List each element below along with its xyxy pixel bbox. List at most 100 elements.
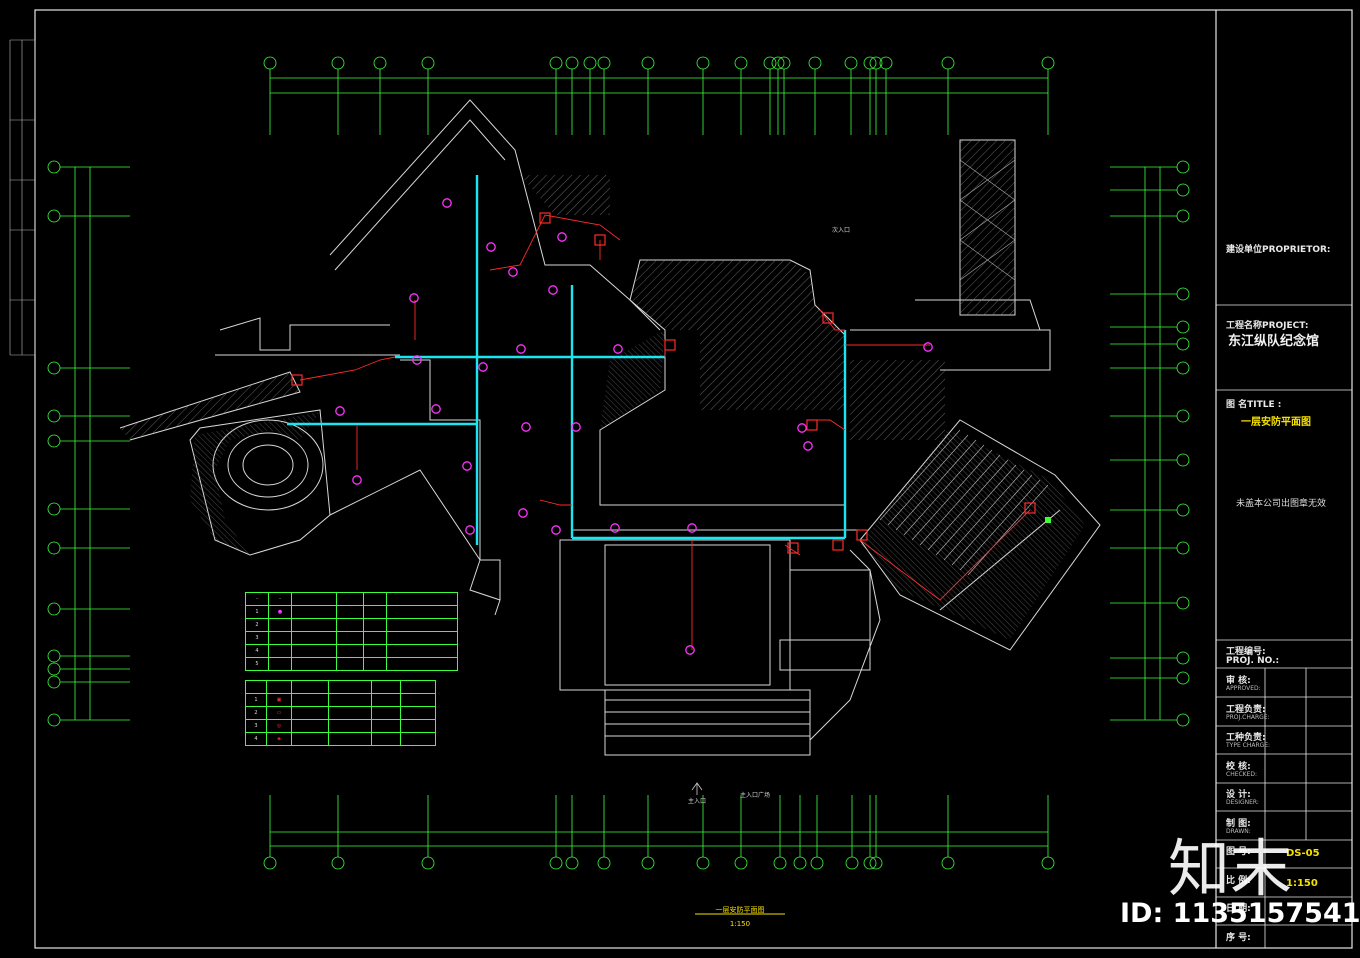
entrance-label: 主入口 xyxy=(688,798,707,805)
seat-row xyxy=(919,454,1001,546)
auditorium-seats xyxy=(879,429,1049,576)
axis-bubble xyxy=(565,56,579,70)
camera-icon xyxy=(516,344,526,354)
dwg-no-label: 图 号: xyxy=(1226,847,1251,857)
camera-icon xyxy=(803,441,813,451)
camera-icon xyxy=(486,242,496,252)
axis-bubble xyxy=(845,856,859,870)
axis-bubble xyxy=(641,56,655,70)
axis-bubble xyxy=(47,662,61,676)
seat-row xyxy=(943,469,1025,561)
title-block-grid xyxy=(1216,304,1352,948)
camera-icon xyxy=(518,508,528,518)
axis-bubble xyxy=(793,856,807,870)
camera-icon xyxy=(508,267,518,277)
proj-no-label: 工程编号: xyxy=(1226,647,1266,657)
axis-bubble xyxy=(597,856,611,870)
seat-row xyxy=(959,479,1041,571)
camera-icon xyxy=(409,293,419,303)
axis-bubble xyxy=(47,160,61,174)
axis-bubble xyxy=(47,409,61,423)
scale-value: 1:150 xyxy=(1286,878,1318,889)
axis-bubble xyxy=(47,541,61,555)
camera-icon xyxy=(521,422,531,432)
seat-row xyxy=(887,434,969,526)
watermark-id: ID: 1135157541 xyxy=(1120,898,1360,929)
security-device xyxy=(539,212,551,224)
scale-label: 比 例: xyxy=(1226,876,1251,886)
camera-icon xyxy=(462,461,472,471)
approved-label-en: APPROVED: xyxy=(1226,685,1261,692)
axis-bubble xyxy=(844,56,858,70)
axis-grid-bottom xyxy=(263,795,1055,870)
camera-icon xyxy=(610,523,620,533)
left-strip xyxy=(9,39,36,356)
camera-icon xyxy=(352,475,362,485)
drawn-label: 制 图: xyxy=(1226,819,1251,829)
axis-bubble xyxy=(331,56,345,70)
axis-bubble xyxy=(1176,320,1190,334)
seat-row xyxy=(895,439,977,531)
date-label: 日 期: xyxy=(1226,904,1251,914)
axis-bubble xyxy=(734,856,748,870)
seat-row xyxy=(951,474,1033,566)
watermark-logo: 知末 xyxy=(1168,832,1293,905)
axis-bubble xyxy=(47,649,61,663)
axis-bubble xyxy=(1041,56,1055,70)
seat-row xyxy=(927,459,1009,551)
legend-table-2: 1▣ 2▭ 3◎ 4◈ xyxy=(245,680,436,746)
entrance-plaza-label: 主入口广场 xyxy=(740,792,771,799)
axis-bubble xyxy=(1176,503,1190,517)
proprietor-label: 建设单位PROPRIETOR: xyxy=(1226,245,1331,255)
main-drawing-scale: 1:150 xyxy=(729,920,751,928)
seat-row xyxy=(935,464,1017,556)
camera-icon xyxy=(431,404,441,414)
camera-icon xyxy=(687,523,697,533)
axis-bubble xyxy=(808,56,822,70)
security-device xyxy=(1024,502,1036,514)
title-block: 建设单位PROPRIETOR: 工程名称PROJECT: 东江纵队纪念馆 图 名… xyxy=(1216,10,1352,948)
title-label: 图 名TITLE : xyxy=(1226,400,1282,410)
axis-bubble xyxy=(47,209,61,223)
camera-icon xyxy=(548,285,558,295)
camera-icon xyxy=(335,406,345,416)
axis-bubble xyxy=(373,56,387,70)
axis-bubble xyxy=(696,56,710,70)
axis-bubble xyxy=(1176,209,1190,223)
entrance-arrow xyxy=(691,782,703,795)
type-charge-label-en: TYPE CHARGE: xyxy=(1226,742,1271,749)
axis-bubble xyxy=(1176,596,1190,610)
axis-bubble xyxy=(1176,160,1190,174)
security-device xyxy=(787,542,799,554)
axis-bubble xyxy=(565,856,579,870)
axis-bubble xyxy=(734,56,748,70)
axis-bubble xyxy=(941,56,955,70)
security-device xyxy=(291,374,303,386)
camera-icon xyxy=(613,344,623,354)
security-devices xyxy=(291,212,1036,554)
axis-bubble xyxy=(549,856,563,870)
proj-no-label-en: PROJ. NO.: xyxy=(1226,656,1280,666)
camera-icon xyxy=(923,342,933,352)
camera-icon xyxy=(685,645,695,655)
drawing-title: 一层安防平面图 xyxy=(1241,417,1311,428)
axis-bubble xyxy=(1176,287,1190,301)
axis-bubble xyxy=(47,434,61,448)
seat-row xyxy=(903,444,985,536)
security-device xyxy=(594,234,606,246)
dwg-no-value: DS-05 xyxy=(1286,848,1320,859)
project-label: 工程名称PROJECT: xyxy=(1226,321,1309,331)
cable-trays xyxy=(287,175,847,545)
project-name: 东江纵队纪念馆 xyxy=(1228,334,1320,349)
axis-bubble xyxy=(1176,409,1190,423)
main-drawing-title: 一层安防平面图 xyxy=(715,906,765,914)
camera-points xyxy=(335,198,933,655)
seat-row xyxy=(911,449,993,541)
camera-icon xyxy=(571,422,581,432)
axis-bubble xyxy=(583,56,597,70)
security-device xyxy=(856,529,868,541)
stamp-note: 未盖本公司出图章无效 xyxy=(1236,499,1327,509)
axis-bubble xyxy=(941,856,955,870)
security-device xyxy=(822,312,834,324)
axis-bubble xyxy=(263,856,277,870)
